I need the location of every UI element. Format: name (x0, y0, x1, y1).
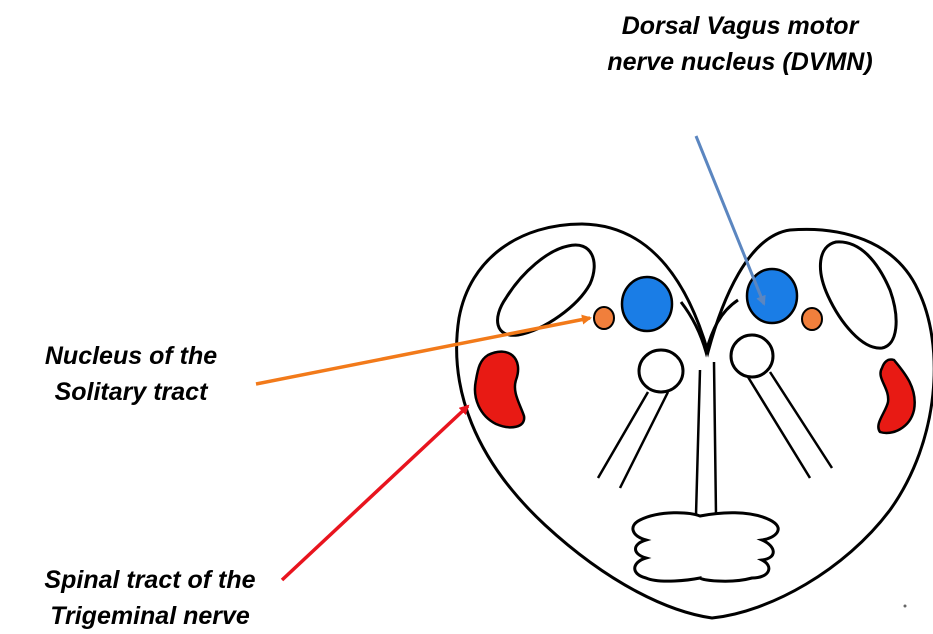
speck (904, 605, 907, 608)
right-spinal-trigeminal-nucleus (878, 359, 914, 433)
label-trigeminal: Spinal tract of the Trigeminal nerve (0, 562, 300, 634)
fourth-ventricle-floor (681, 300, 738, 352)
olive-structure (633, 513, 778, 581)
label-dvmn-line2: nerve nucleus (DVMN) (555, 44, 925, 80)
label-trigeminal-line2: Trigeminal nerve (0, 598, 300, 634)
right-lateral-oval (820, 242, 896, 348)
left-solitary-nucleus (594, 307, 614, 329)
label-solitary-line1: Nucleus of the (0, 338, 262, 374)
right-fiber-lines (748, 372, 832, 478)
left-spinal-trigeminal-nucleus (475, 352, 524, 428)
label-solitary-line2: Solitary tract (0, 374, 262, 410)
left-white-nucleus (639, 350, 683, 392)
left-dvmn-nucleus (622, 277, 672, 331)
label-trigeminal-line1: Spinal tract of the (0, 562, 300, 598)
left-fiber-lines (598, 392, 668, 488)
solitary-arrow (256, 318, 590, 384)
label-dvmn: Dorsal Vagus motor nerve nucleus (DVMN) (555, 8, 925, 80)
right-solitary-nucleus (802, 308, 822, 330)
label-dvmn-line1: Dorsal Vagus motor (555, 8, 925, 44)
dvmn-arrow (696, 136, 764, 304)
label-solitary: Nucleus of the Solitary tract (0, 338, 262, 410)
trigeminal-arrow (282, 406, 468, 580)
right-white-nucleus (731, 335, 773, 377)
midline-raphe (696, 362, 716, 515)
